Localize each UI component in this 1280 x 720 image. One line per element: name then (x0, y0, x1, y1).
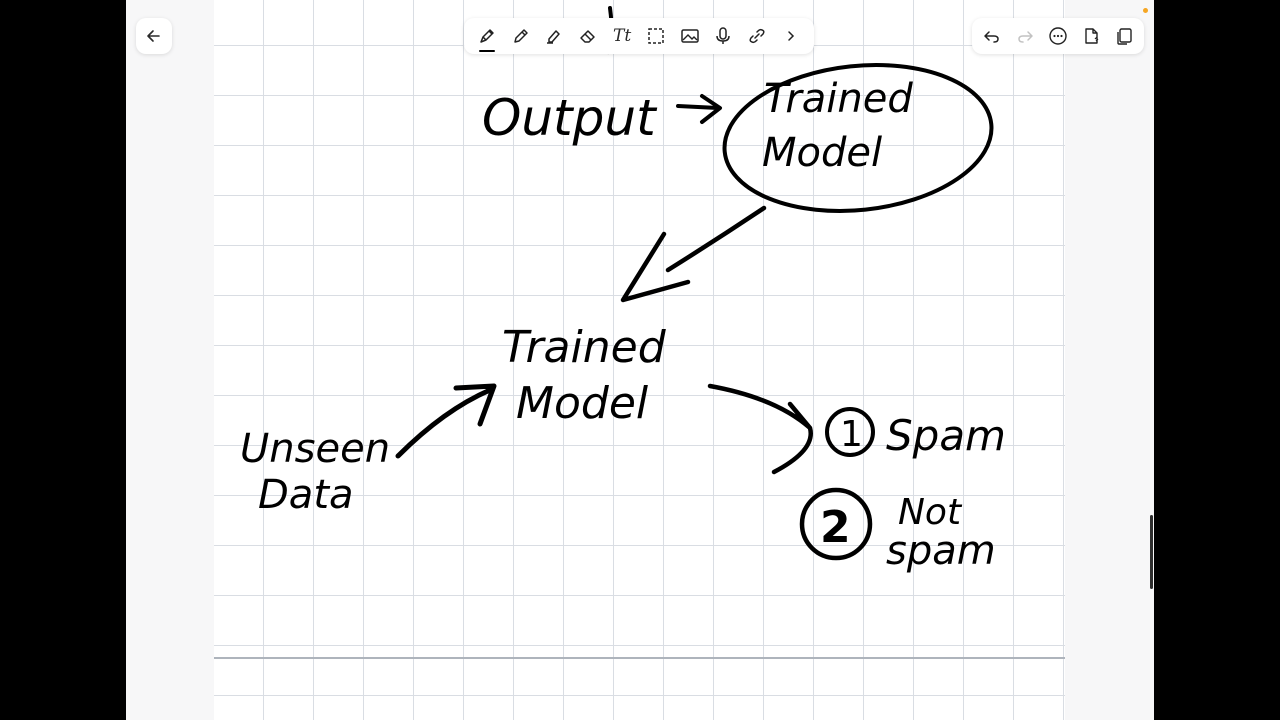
option-1-label: Spam (886, 411, 1006, 460)
notebook-app: Output Trained Model Trained Model Unsee… (126, 0, 1154, 720)
trained-model-circled-line1: Trained (764, 76, 913, 122)
trained-model-line2: Model (516, 378, 649, 429)
vertical-scrollbar[interactable] (1150, 515, 1153, 589)
text-tool-icon[interactable]: Tt (612, 26, 632, 46)
option-2-circle (799, 487, 873, 561)
add-page-icon[interactable] (1078, 23, 1104, 49)
pen-icon[interactable] (474, 23, 500, 52)
option-1-circle (825, 407, 875, 457)
trained-model-circled-line2: Model (762, 130, 882, 176)
eraser-icon[interactable] (575, 23, 601, 49)
unseen-label: Unseen (240, 426, 390, 472)
arrow-left-icon (141, 23, 167, 49)
option-2-label-line2: spam (886, 528, 996, 574)
lasso-select-icon[interactable] (643, 23, 669, 49)
unseen-data-arrow (395, 383, 497, 459)
handwriting-canvas[interactable]: Output Trained Model Trained Model Unsee… (126, 0, 1154, 720)
highlighter-icon[interactable] (541, 23, 567, 49)
trained-model-line1: Trained (502, 322, 667, 373)
back-button[interactable] (136, 18, 172, 54)
classification-arrow (707, 383, 813, 475)
output-label: Output (482, 89, 658, 147)
option-1-number: 1 (840, 414, 863, 455)
image-icon[interactable] (677, 23, 703, 49)
pencil-icon[interactable] (508, 23, 534, 49)
data-label: Data (258, 472, 354, 518)
undo-icon[interactable] (979, 23, 1005, 49)
option-2-number: 2 (820, 502, 851, 553)
page-break-line (214, 657, 1065, 659)
option-2-label-line1: Not (898, 492, 963, 533)
link-icon[interactable] (744, 23, 770, 49)
microphone-icon[interactable] (710, 23, 736, 49)
redo-icon[interactable] (1012, 23, 1038, 49)
actions-toolbar (972, 18, 1144, 54)
tools-toolbar: Tt (464, 18, 814, 54)
grid-page[interactable] (214, 0, 1065, 720)
chevron-right-icon[interactable] (778, 23, 804, 49)
trained-model-circle (722, 63, 994, 213)
notification-dot (1143, 8, 1148, 13)
ellipsis-icon[interactable] (1045, 23, 1071, 49)
pages-icon[interactable] (1111, 23, 1137, 49)
diagonal-arrow (620, 205, 767, 303)
output-arrow (676, 94, 722, 124)
